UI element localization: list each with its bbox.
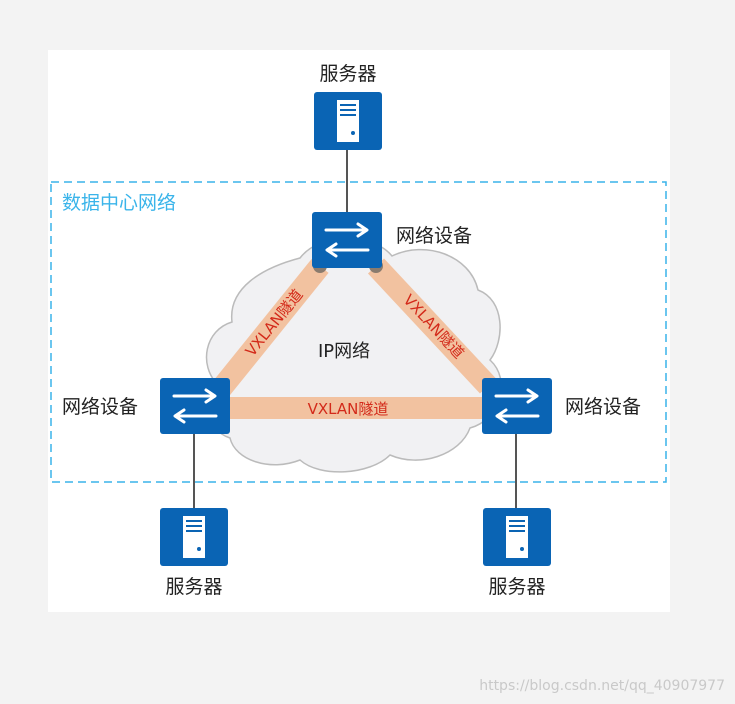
left-device-switch-icon[interactable] (158, 376, 232, 436)
top-device-switch-icon[interactable] (310, 210, 384, 270)
right-server-icon[interactable] (483, 508, 551, 566)
watermark-text: https://blog.csdn.net/qq_40907977 (479, 678, 725, 694)
right-device-switch-icon[interactable] (480, 376, 554, 436)
vxlan-tunnel-bottom-label: VXLAN隧道 (308, 400, 389, 418)
top-server-label: 服务器 (319, 63, 376, 85)
vxlan-tunnel-bottom (226, 397, 486, 419)
datacenter-region-label: 数据中心网络 (62, 192, 176, 214)
left-device-label: 网络设备 (62, 396, 138, 418)
datacenter-region-border (50, 181, 667, 483)
vxlan-tunnel-left (211, 259, 329, 397)
top-server-icon[interactable] (314, 92, 382, 150)
left-server-icon[interactable] (160, 508, 228, 566)
top-device-label: 网络设备 (396, 225, 472, 247)
right-server-label: 服务器 (488, 576, 545, 598)
ip-network-label: IP网络 (318, 341, 370, 362)
vxlan-tunnel-right (367, 258, 497, 394)
right-device-label: 网络设备 (565, 396, 641, 418)
left-server-label: 服务器 (165, 576, 222, 598)
